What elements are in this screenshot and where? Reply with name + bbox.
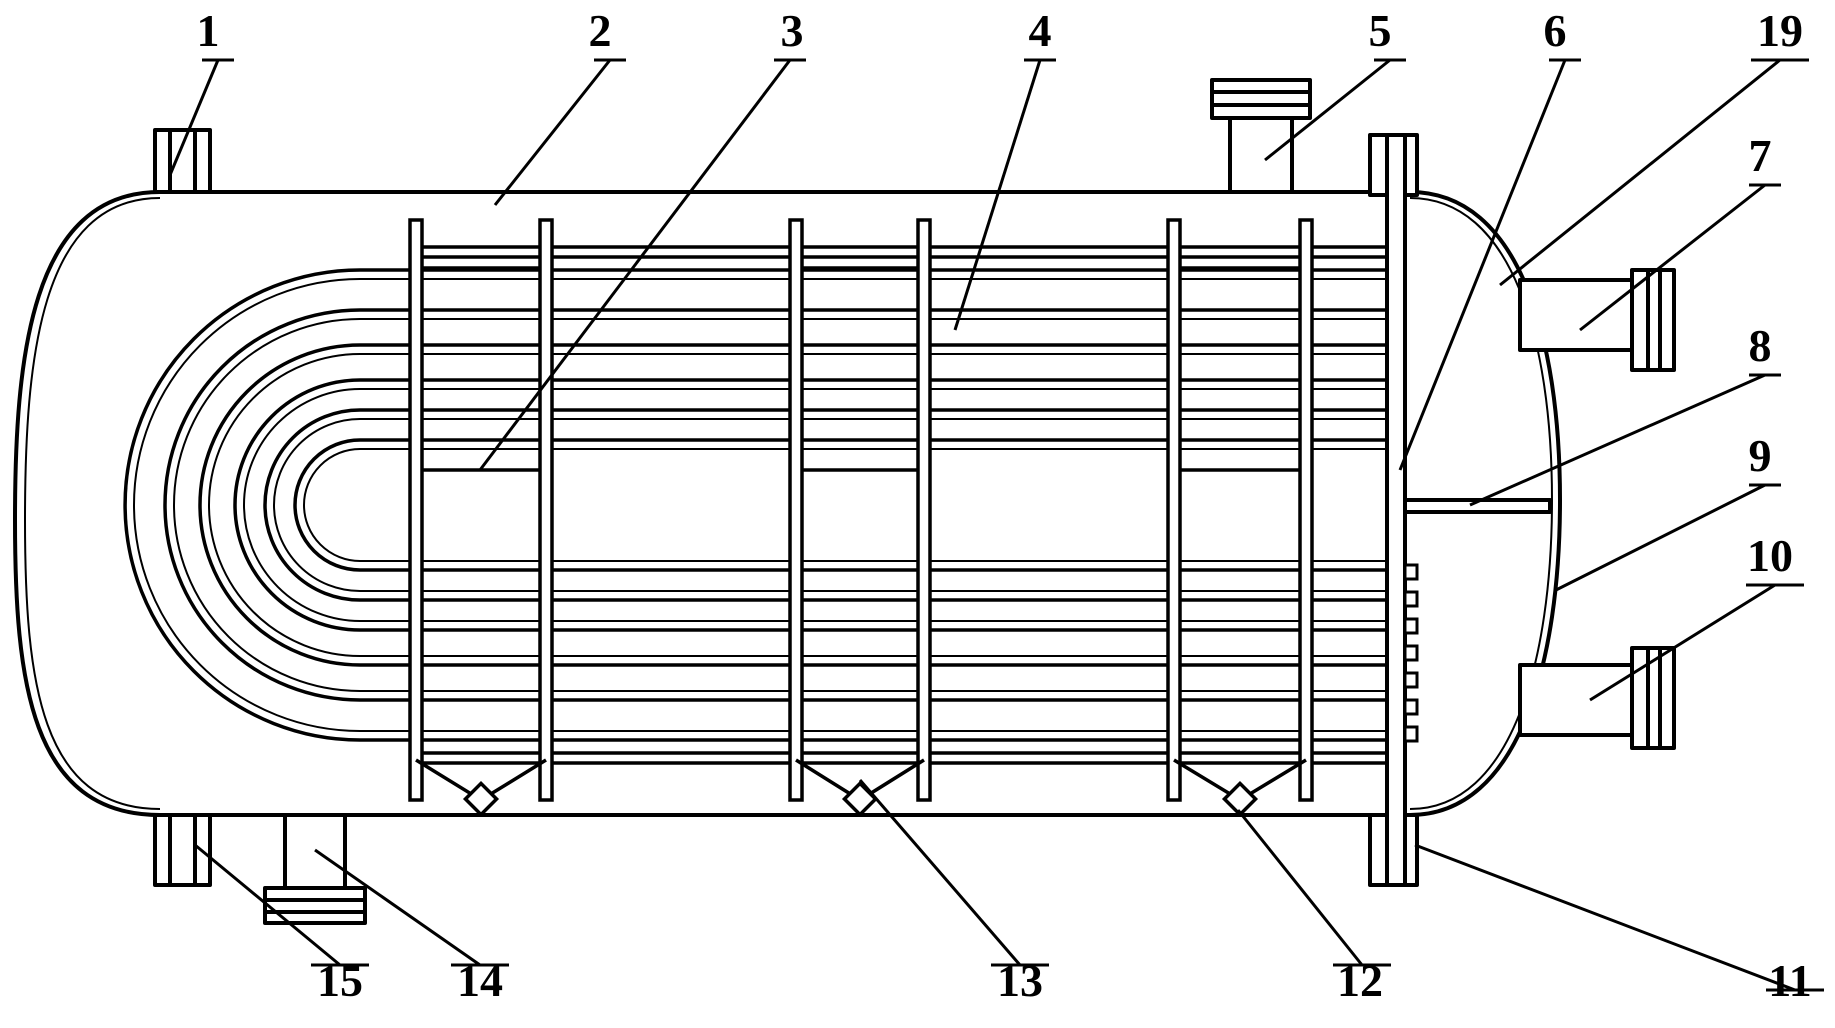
tube-end	[1403, 698, 1419, 716]
shell-inner-line	[24, 197, 161, 810]
pass-partition	[1403, 498, 1552, 514]
u-tube	[163, 308, 1387, 702]
nozzle-7-pipe	[1518, 278, 1634, 352]
callout-label: 3	[781, 5, 804, 56]
callout-label: 15	[317, 955, 363, 1006]
nozzle-10-pipe	[1518, 663, 1634, 737]
shell-outline	[13, 190, 1385, 817]
leader-line	[1264, 58, 1391, 162]
leader-line	[168, 59, 220, 176]
callout-label: 6	[1544, 5, 1567, 56]
callout-label: 5	[1369, 5, 1392, 56]
u-tube-inner-wall	[133, 278, 1387, 732]
drain-notch	[462, 780, 500, 818]
callout-label: 8	[1749, 320, 1772, 371]
leader-line	[1398, 59, 1567, 471]
callout-label: 4	[1029, 5, 1052, 56]
callout-label: 9	[1749, 430, 1772, 481]
nozzle-14-flange	[263, 886, 367, 925]
leader-line	[1469, 373, 1766, 507]
nozzle-7-flange	[1630, 268, 1676, 372]
tube-end	[1403, 725, 1419, 743]
channel-flange-top	[1403, 133, 1419, 197]
baffle-plate	[916, 218, 932, 802]
callout-label: 2	[589, 5, 612, 56]
callout-label: 7	[1749, 130, 1772, 181]
callout-label: 11	[1768, 955, 1811, 1006]
u-tube	[123, 268, 1387, 742]
tube-end	[1403, 590, 1419, 608]
callout-label: 13	[997, 955, 1043, 1006]
leader-line	[493, 59, 612, 206]
leader-line	[858, 779, 1022, 966]
tube-end	[1403, 644, 1419, 662]
tube-end	[1403, 617, 1419, 635]
baffle-plate	[408, 218, 424, 802]
leader-line	[314, 848, 481, 967]
callout-label: 14	[457, 955, 503, 1006]
leader-line	[1589, 583, 1776, 702]
callout-label: 12	[1337, 955, 1383, 1006]
callout-label: 19	[1757, 5, 1803, 56]
u-tube	[233, 378, 1387, 632]
leader-line	[953, 59, 1042, 331]
baffle-set	[408, 218, 1314, 818]
baffle-plate	[788, 218, 804, 802]
leader-line	[1555, 483, 1766, 592]
baffle-plate	[538, 218, 554, 802]
leader-line	[194, 843, 341, 967]
nozzle-10-flange	[1630, 646, 1676, 750]
nozzle-14-pipe	[283, 813, 347, 892]
u-tube-bundle	[123, 245, 1419, 765]
u-tube	[198, 343, 1387, 667]
leader-line	[1414, 843, 1796, 992]
callout-label: 10	[1747, 530, 1793, 581]
leader-line	[1499, 58, 1781, 287]
leader-line	[1236, 809, 1364, 966]
baffle-plate	[1298, 218, 1314, 802]
vessel-structure	[13, 78, 1676, 925]
tube-end	[1403, 563, 1419, 581]
drain-notch	[841, 780, 879, 818]
shell-flange-top	[1368, 133, 1389, 197]
leader-line	[478, 59, 792, 471]
u-tube-inner-wall	[273, 418, 1387, 592]
u-tube-inner-wall	[243, 388, 1387, 622]
u-tube	[263, 408, 1387, 602]
tube-end	[1403, 671, 1419, 689]
u-tube-inner-wall	[208, 353, 1387, 657]
u-tube-inner-wall	[303, 448, 1387, 562]
tubesheet	[1385, 133, 1407, 887]
drain-notch	[1221, 780, 1259, 818]
nozzle-5-flange	[1210, 78, 1312, 120]
nozzle-5-pipe	[1228, 116, 1294, 194]
u-tube-inner-wall	[173, 318, 1387, 692]
channel-flange-bottom	[1403, 813, 1419, 887]
nozzle-1	[153, 128, 212, 194]
shell-flange-bottom	[1368, 813, 1389, 887]
baffle-plate	[1166, 218, 1182, 802]
u-tube	[293, 438, 1387, 572]
leader-line	[1579, 183, 1766, 332]
callout-label: 1	[197, 5, 220, 56]
